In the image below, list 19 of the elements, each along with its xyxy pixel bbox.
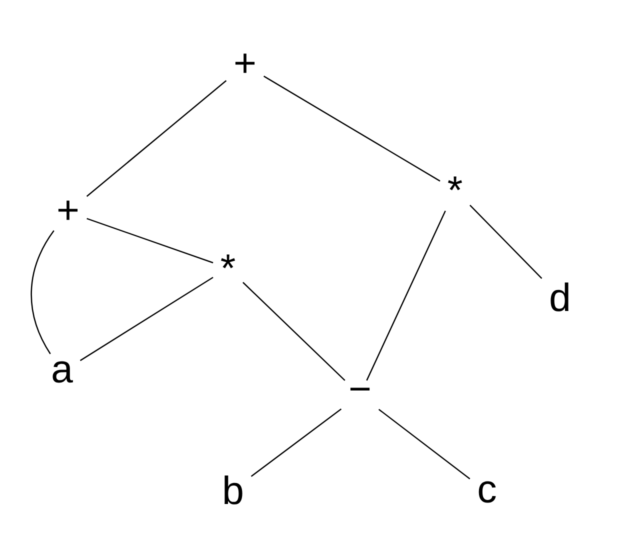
operand-label: *: [448, 176, 462, 190]
tree-edge: [250, 408, 342, 477]
operand-label: c: [478, 481, 496, 503]
operand-label: d: [550, 282, 568, 312]
tree-edge: [80, 276, 214, 362]
operand-label: b: [224, 476, 242, 504]
tree-edge: [366, 210, 446, 381]
tree-edge: [86, 80, 227, 197]
operand-label: +: [235, 54, 255, 73]
operand-label: a: [52, 361, 73, 383]
tree-edge: [378, 408, 470, 480]
operand-label: −: [350, 388, 370, 391]
operand-label: +: [58, 200, 78, 220]
tree-edge: [30, 230, 54, 354]
tree-edge: [242, 282, 346, 381]
operand-label: *: [220, 254, 236, 268]
tree-edge: [86, 218, 214, 264]
tree-edge: [263, 76, 440, 182]
tree-edge: [470, 204, 542, 279]
